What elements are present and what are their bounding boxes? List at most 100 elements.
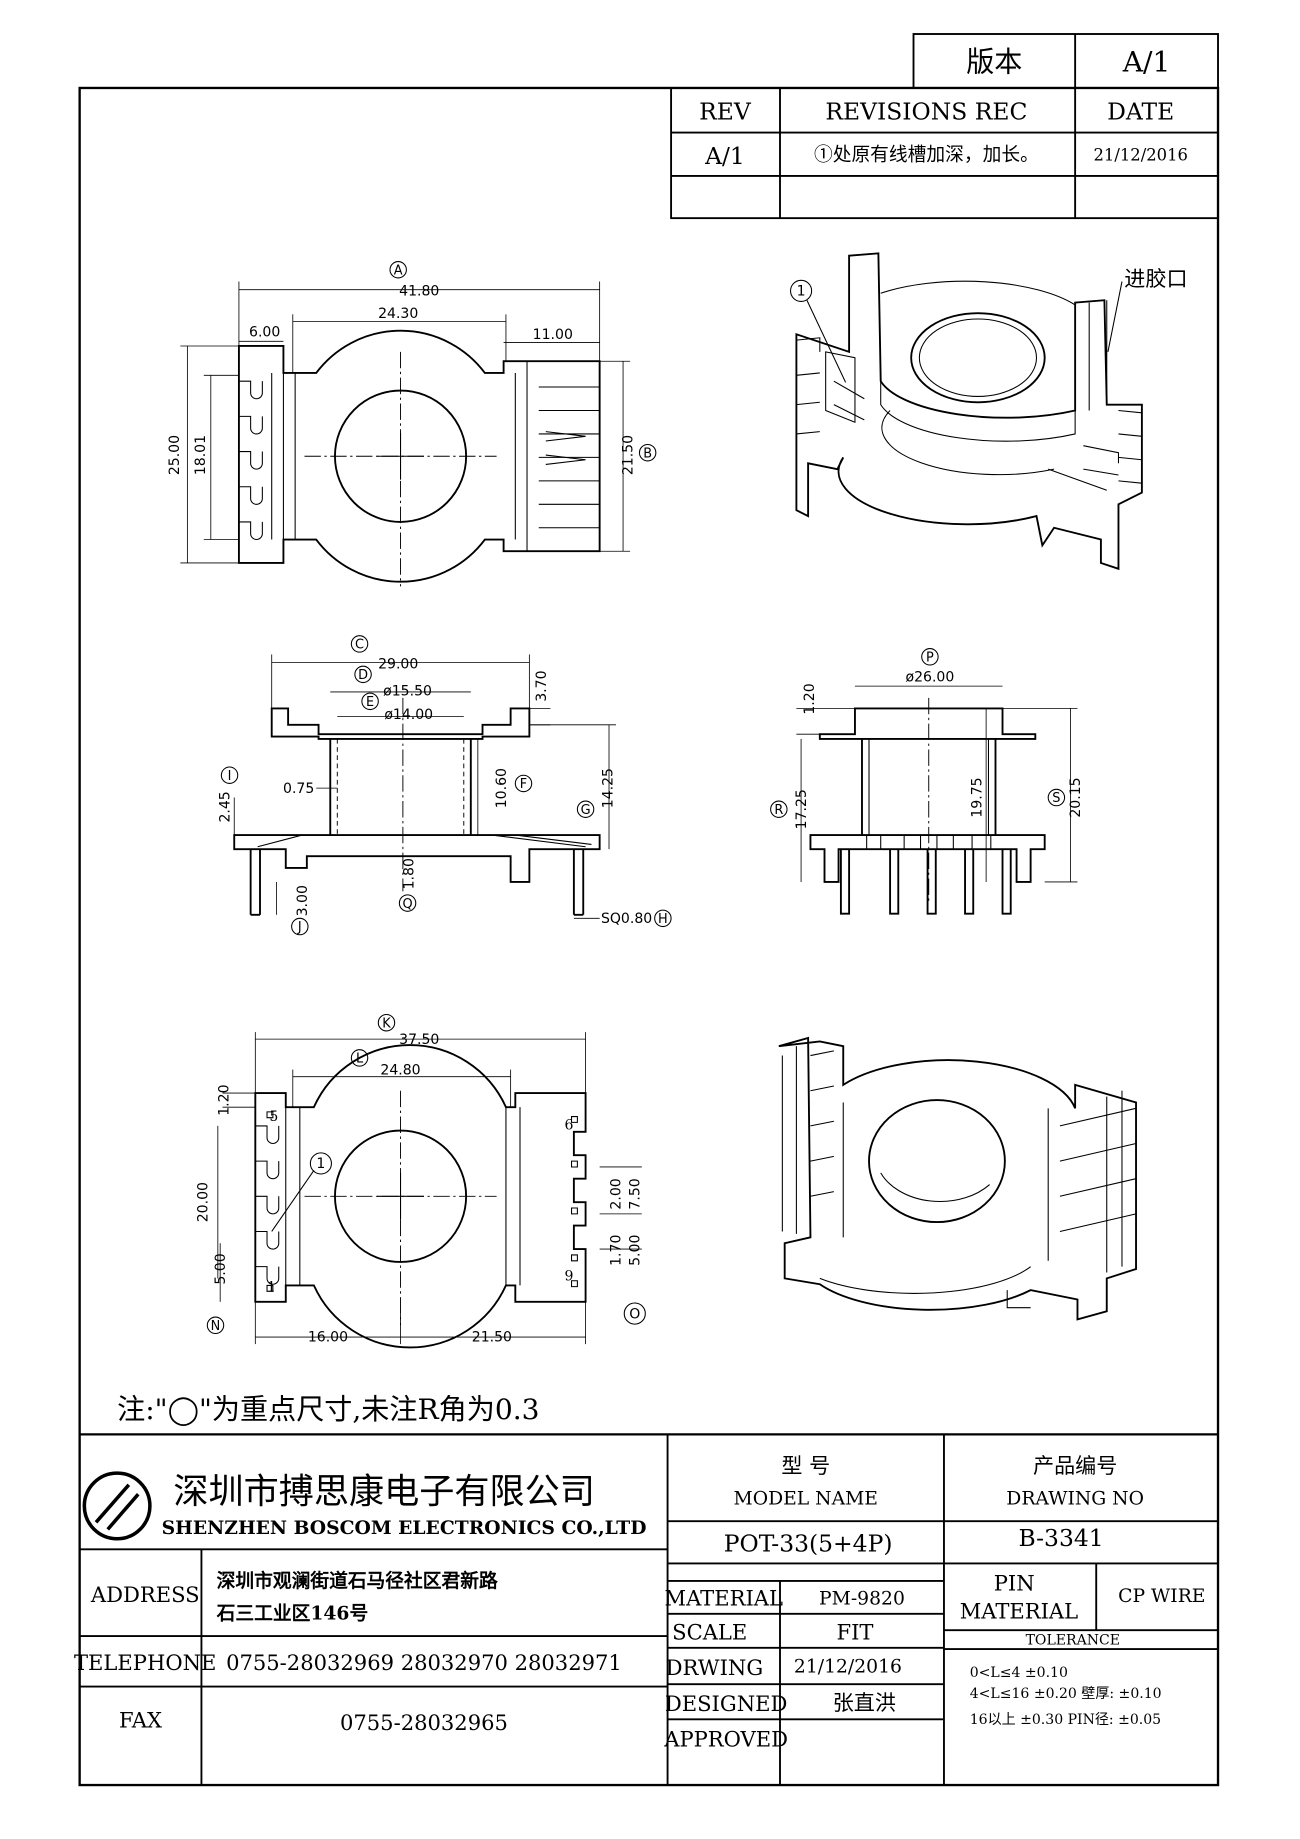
drawing-no-label-cn: 产品编号	[1033, 1453, 1117, 1478]
iso-top-mark-label: 1	[797, 284, 806, 300]
pin-number-9: 9	[565, 1269, 574, 1285]
circle-label-r: R	[774, 803, 783, 818]
dim-e-14-00: ø14.00	[384, 707, 433, 723]
dim-circle-r	[770, 800, 788, 818]
iso-top-hole	[910, 312, 1046, 404]
bottom-view: 5 1 6 9 1 K 37.50 L 24.80 1.20 20.00 5.0…	[195, 1013, 646, 1349]
material-label: MATERIAL	[665, 1586, 783, 1611]
dim-c-29-00: 29.00	[378, 657, 418, 673]
dim-circle-s	[1047, 788, 1066, 807]
circle-label-c: C	[355, 638, 364, 653]
circle-label-f: F	[520, 777, 527, 792]
dim-24-30: 24.30	[378, 306, 418, 322]
dim-circle-q	[398, 894, 417, 912]
front-view: C 29.00 D ø15.50 E ø14.00 3.70 I 2.45 0.…	[218, 635, 672, 936]
scale-value: FIT	[836, 1620, 873, 1645]
dim-circle-g	[576, 800, 595, 818]
circle-label-q: Q	[403, 897, 413, 912]
circle-label-n: N	[211, 1319, 221, 1334]
tolerance-label: TOLERANCE	[1026, 1632, 1120, 1648]
dim-o-21-50: 21.50	[472, 1330, 512, 1346]
dim-l-24-80: 24.80	[380, 1062, 420, 1078]
dim-circle-f	[514, 774, 533, 793]
dim-g-14-25: 14.25	[601, 768, 617, 808]
rev-value: A/1	[704, 142, 745, 170]
drwing-value: 21/12/2016	[794, 1656, 902, 1677]
address-label: ADDRESS	[90, 1582, 200, 1607]
bottom-mark	[309, 1152, 332, 1175]
dim-circle-i	[220, 766, 239, 784]
dim-circle-p	[921, 648, 939, 666]
pin-number-1: 1	[267, 1279, 276, 1295]
title-block: 深圳市搏思康电子有限公司 SHENZHEN BOSCOM ELECTRONICS…	[74, 1433, 1219, 1786]
dim-circle-h	[654, 909, 672, 928]
revision-description: ①处原有线槽加深，加长。	[814, 144, 1039, 166]
dim-j-3-00: 3.00	[295, 885, 311, 916]
dim-5-00-right: 5.00	[627, 1235, 643, 1266]
dim-0-75: 0.75	[283, 781, 314, 797]
dim-s-20-15: 20.15	[1068, 777, 1084, 817]
circle-label-b: B	[643, 446, 652, 461]
dim-circle-o	[623, 1302, 646, 1325]
iso-top-mark	[790, 279, 813, 302]
dim-q-1-80: 1.80	[401, 858, 417, 889]
material-value: PM-9820	[819, 1588, 905, 1609]
dim-i-2-45: 2.45	[218, 791, 234, 822]
sheet-border	[78, 86, 1220, 1787]
circle-label-e: E	[366, 695, 374, 710]
address-line1: 深圳市观澜街道石马径社区君新路	[217, 1569, 498, 1592]
dim-2-00: 2.00	[609, 1178, 625, 1209]
revisions-rec-header: REVISIONS REC	[825, 98, 1027, 126]
front-base	[233, 834, 601, 883]
circle-label-d: D	[358, 668, 368, 683]
drawing-no-value: B-3341	[1018, 1524, 1103, 1552]
tolerance-row2: 4<L≤16 ±0.20 壁厚: ±0.10	[970, 1686, 1162, 1702]
circle-label-a: A	[394, 263, 403, 278]
dim-11-00: 11.00	[533, 327, 573, 343]
dim-20-00: 20.00	[195, 1182, 211, 1222]
dim-6-00: 6.00	[249, 325, 280, 341]
pin-material-label-2: MATERIAL	[960, 1598, 1078, 1623]
dim-circle-n	[206, 1316, 225, 1335]
telephone-label: TELEPHONE	[74, 1650, 216, 1675]
model-label-en: MODEL NAME	[734, 1489, 878, 1510]
dim-circle-e	[361, 692, 379, 711]
top-view: A 41.80 24.30 6.00 11.00 25.00 18.01 21.…	[167, 261, 657, 587]
dim-18-01: 18.01	[193, 435, 209, 475]
pin-material-value: CP WIRE	[1118, 1586, 1205, 1607]
dim-circle-c	[350, 635, 369, 653]
dim-25-00: 25.00	[167, 435, 183, 475]
dim-circle-d	[354, 665, 372, 684]
dim-3-70: 3.70	[534, 670, 550, 701]
dim-p-26-00: ø26.00	[906, 669, 955, 685]
circle-label-h: H	[658, 912, 668, 927]
top-left-slots	[238, 380, 263, 541]
date-header: DATE	[1107, 98, 1174, 126]
dim-circle-k	[377, 1013, 396, 1032]
revision-table: REV REVISIONS REC DATE A/1 ①处原有线槽加深，加长。 …	[670, 87, 1219, 220]
iso-bottom-hole	[868, 1099, 1006, 1224]
model-label-cn: 型 号	[781, 1453, 830, 1478]
revision-date: 21/12/2016	[1094, 146, 1188, 165]
drwing-label: DRWING	[666, 1655, 764, 1680]
dim-r-17-25: 17.25	[794, 789, 810, 829]
circle-label-s: S	[1052, 791, 1060, 806]
dim-circle-b	[638, 443, 657, 462]
iso-view-bottom	[778, 1036, 1137, 1321]
dim-7-50: 7.50	[627, 1178, 643, 1209]
tolerance-row3: 16以上 ±0.30 PIN径: ±0.05	[970, 1712, 1161, 1728]
gate-label: 进胶口	[1124, 266, 1187, 291]
side-view: P ø26.00 1.20 17.25 R 19.75 20.15 S	[770, 648, 1084, 915]
pin-material-label-1: PIN	[994, 1570, 1035, 1595]
model-value: POT-33(5+4P)	[724, 1530, 893, 1558]
dim-h-sq0-80: SQ0.80	[601, 911, 652, 927]
version-block: 版本 A/1	[912, 33, 1219, 89]
rev-header: REV	[699, 98, 752, 126]
version-label: 版本	[966, 46, 1022, 79]
dim-16-00: 16.00	[308, 1330, 348, 1346]
tolerance-row1: 0<L≤4 ±0.10	[970, 1665, 1068, 1681]
designed-label: DESIGNED	[665, 1691, 788, 1716]
dim-f-10-60: 10.60	[494, 768, 510, 808]
bottom-mark-label: 1	[316, 1156, 325, 1172]
